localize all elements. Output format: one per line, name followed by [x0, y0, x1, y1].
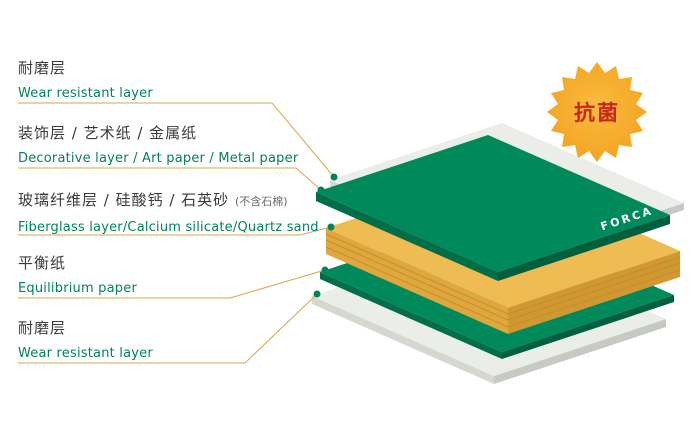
anchor-dots: [313, 173, 338, 298]
starburst-icon: [547, 62, 647, 162]
layer-wear-bottom-side-left: [312, 296, 494, 384]
core-stripe: [325, 246, 681, 328]
leader-lines: [18, 102, 335, 364]
dot-wear-bottom: [313, 290, 321, 298]
layer-decorative: FORCA: [316, 135, 670, 281]
leader-line-equilibrium: [18, 269, 326, 299]
badge-label: 抗菌: [574, 101, 620, 125]
dot-wear-top: [330, 173, 338, 181]
leader-line-wear-top: [18, 102, 335, 178]
dot-equilibrium: [321, 266, 329, 274]
core-stripe: [325, 233, 681, 315]
layer-equilibrium-side-right: [502, 295, 674, 359]
layer-decorative-side-left: [316, 192, 498, 281]
antibacterial-badge: 抗菌: [547, 62, 647, 162]
core-stripe: [325, 239, 681, 321]
leader-line-core: [18, 226, 332, 236]
layer-wear-bottom-side-right: [494, 319, 666, 384]
dot-decorative: [317, 186, 325, 194]
leader-line-decorative: [18, 167, 322, 191]
leader-line-wear-bottom: [18, 293, 318, 364]
layer-equilibrium-side-left: [320, 272, 502, 359]
layer-decorative-face: [316, 135, 670, 272]
layer-decorative-side-right: [498, 215, 670, 281]
dot-core: [327, 223, 335, 231]
